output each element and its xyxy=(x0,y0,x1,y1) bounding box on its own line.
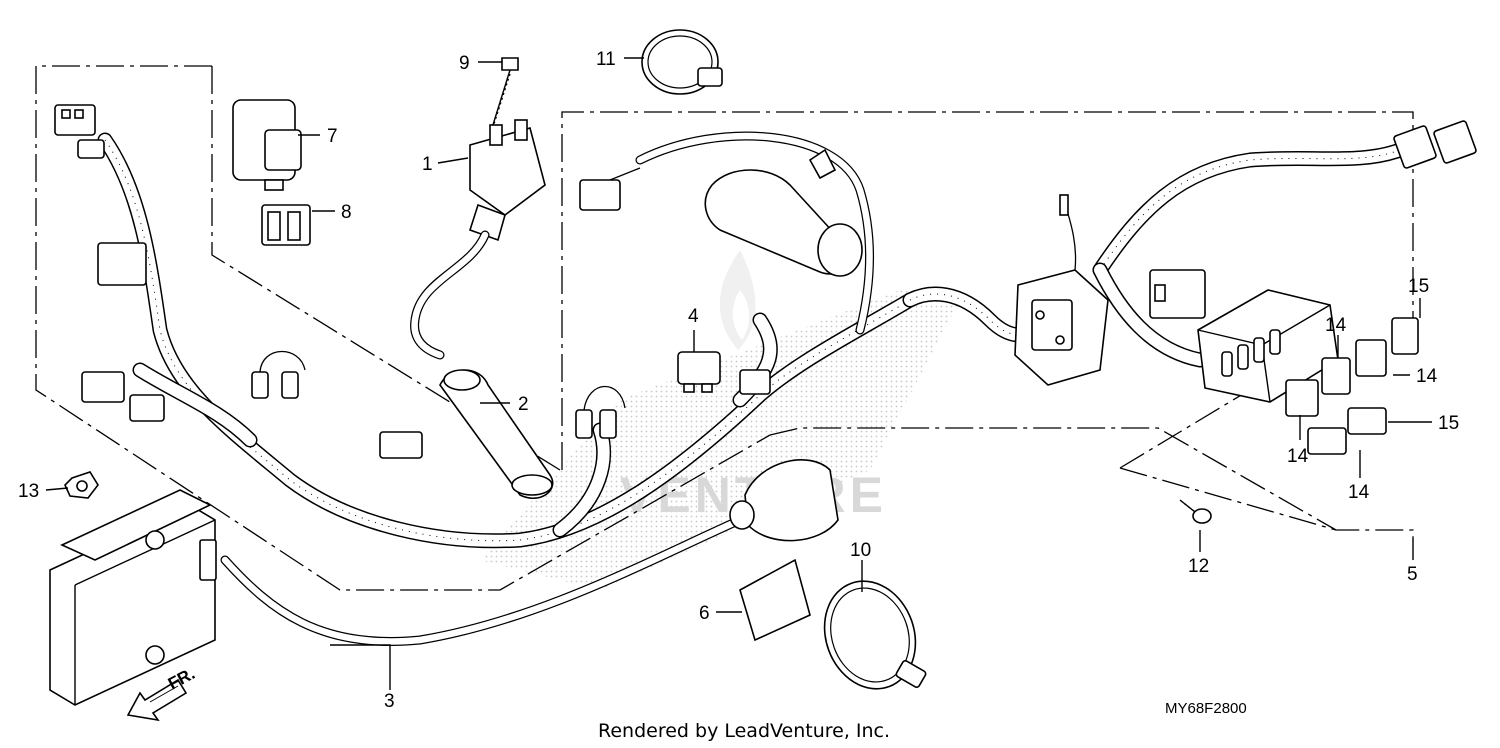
connector-small xyxy=(739,369,771,395)
connector-multipin xyxy=(97,242,147,286)
main-wire-harness xyxy=(97,131,1408,646)
harness-connectors-right xyxy=(1149,120,1477,319)
junction-module xyxy=(1014,194,1109,386)
connector-pin xyxy=(61,109,71,119)
band-clamp-upper xyxy=(641,29,723,95)
screw xyxy=(1179,499,1212,524)
render-credit: Rendered by LeadVenture, Inc. xyxy=(598,720,890,742)
capacitor xyxy=(729,459,839,542)
callout-12: 12 xyxy=(1188,556,1209,577)
bullet-connector xyxy=(575,409,593,439)
callout-11: 11 xyxy=(596,49,616,70)
callout-15-lower: 15 xyxy=(1438,413,1459,434)
connector-plug xyxy=(77,139,105,159)
fuse-14-lower xyxy=(1307,427,1347,455)
callout-1: 1 xyxy=(422,154,433,175)
lower-assembly-outline-top xyxy=(769,427,1337,531)
fuse-15-upper xyxy=(1391,317,1419,355)
harness-connectors-left xyxy=(54,104,771,459)
callout-8: 8 xyxy=(341,202,352,223)
ignition-coil xyxy=(410,119,546,360)
bolt xyxy=(491,57,519,129)
band-clamp-lower xyxy=(823,580,927,690)
callout-10: 10 xyxy=(850,540,871,561)
callout-5: 5 xyxy=(1407,564,1418,585)
connector-six-pin xyxy=(81,371,125,403)
callout-13: 13 xyxy=(18,481,39,502)
callout-3: 3 xyxy=(384,691,395,712)
callouts: 1 2 3 4 5 6 7 8 9 10 11 12 13 14 14 14 1… xyxy=(18,49,1459,712)
flame-logo-icon xyxy=(719,250,756,350)
connector-mid xyxy=(379,431,423,459)
callout-4: 4 xyxy=(688,306,699,327)
callout-14-lower: 14 xyxy=(1348,482,1370,503)
connector-pin xyxy=(74,109,84,119)
bullet-connector xyxy=(251,371,269,399)
left-assembly-outline xyxy=(35,65,771,591)
callout-7: 7 xyxy=(327,126,338,147)
bullet-connector xyxy=(599,409,617,439)
callout-2: 2 xyxy=(518,394,529,415)
lower-assembly-outline xyxy=(1119,467,1414,538)
fuses xyxy=(1285,317,1419,455)
spark-plug-cap xyxy=(439,369,554,500)
fuse-15-lower xyxy=(1347,407,1387,435)
fuse-14-upper xyxy=(1321,357,1351,395)
bullet-connector xyxy=(281,371,299,399)
callout-9: 9 xyxy=(459,53,470,74)
main-assembly-outline xyxy=(561,111,1414,470)
callout-15-upper: 15 xyxy=(1408,276,1429,297)
fuse-14-right xyxy=(1355,339,1387,377)
callout-6: 6 xyxy=(699,603,710,624)
callout-14-upper: 14 xyxy=(1325,315,1347,336)
regulator-rectifier xyxy=(49,489,217,706)
left-assembly-outline-inner xyxy=(211,66,561,471)
connector-small xyxy=(129,394,165,422)
callout-14-left: 14 xyxy=(1287,446,1309,467)
nut xyxy=(64,471,99,499)
cushion-pad xyxy=(739,558,811,642)
leader-lines xyxy=(45,57,1432,690)
connector-upper xyxy=(579,179,621,211)
diagram-code: MY68F2800 xyxy=(1165,700,1247,717)
fuse-14-left xyxy=(1285,379,1319,417)
condenser xyxy=(704,148,863,277)
callout-14-right: 14 xyxy=(1416,366,1438,387)
arrow-left-down-icon xyxy=(126,678,188,722)
relay-socket xyxy=(261,204,311,246)
small-relay xyxy=(677,351,721,393)
relay xyxy=(232,99,302,191)
